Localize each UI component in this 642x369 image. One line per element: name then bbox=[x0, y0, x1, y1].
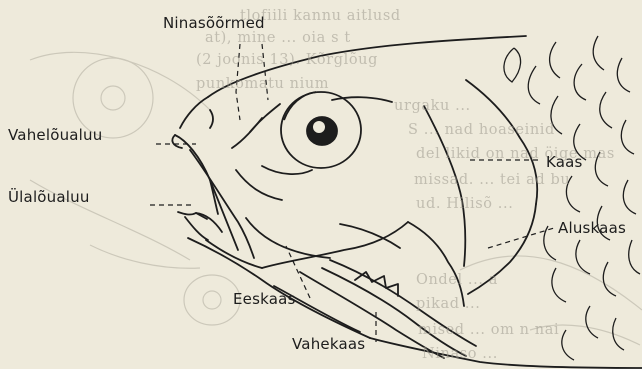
label-aluskaas: Aluskaas bbox=[558, 219, 626, 237]
bleed-line: Ninaso ... bbox=[422, 346, 498, 362]
label-eeskaas: Eeskaas bbox=[233, 290, 296, 308]
eye bbox=[281, 92, 361, 168]
bleed-line: mised ... om n nai bbox=[418, 322, 559, 338]
bleed-line: urgaku ... bbox=[394, 98, 471, 114]
label-vaheloualuu: Vahelõualuu bbox=[8, 126, 102, 144]
bleed-line: punkomatu nium bbox=[196, 76, 329, 92]
bleed-line: del likid on nad öige mas bbox=[416, 146, 615, 162]
label-kaas: Kaas bbox=[546, 153, 583, 171]
bleed-line: S ... nad hoaseinid bbox=[408, 122, 555, 138]
bleed-line: (2 joonis 13). Kõrglõug bbox=[196, 52, 378, 68]
bleed-line: missad. ... tei ad bu bbox=[414, 172, 570, 188]
bleed-through-shapes bbox=[30, 52, 642, 345]
scales bbox=[504, 36, 640, 360]
bleed-line: ud. Hilisõ ... bbox=[416, 196, 513, 212]
bleed-line: at), mine ... oia s t bbox=[205, 30, 351, 46]
bleed-line: Ondel ... a bbox=[416, 272, 498, 288]
label-ulaloualuu: Ülalõualuu bbox=[8, 188, 90, 206]
label-ninasoormed: Ninasõõrmed bbox=[163, 14, 265, 32]
label-vahekaas: Vahekaas bbox=[292, 335, 365, 353]
bleed-line: pikad ... bbox=[416, 296, 480, 312]
